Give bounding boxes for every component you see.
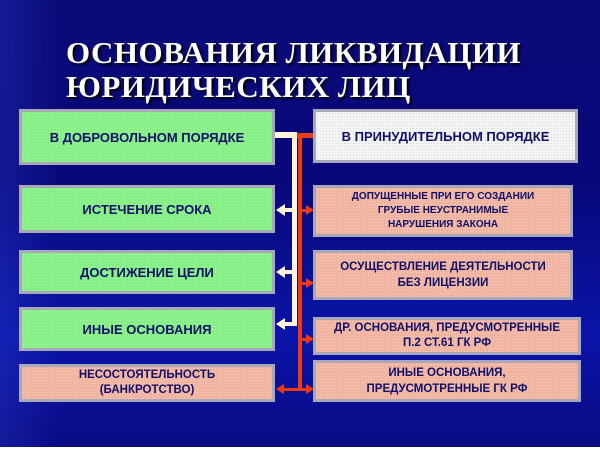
arrow-right-icon: [306, 278, 314, 288]
voluntary-item-label: ИНЫЕ ОСНОВАНИЯ: [82, 321, 212, 337]
forced-header-label: В ПРИНУДИТЕЛЬНОМ ПОРЯДКЕ: [341, 128, 550, 144]
forced-item-article-61: ДР. ОСНОВАНИЯ, ПРЕДУСМОТРЕННЫЕ П.2 СТ.61…: [313, 317, 581, 355]
arrow-right-icon: [306, 205, 314, 215]
forced-item-line-1: ДР. ОСНОВАНИЯ, ПРЕДУСМОТРЕННЫЕ: [334, 322, 560, 334]
arrow-left-icon: [276, 266, 285, 278]
forced-connector-horizontal: [297, 133, 313, 138]
arrow-shaft-goal-achieved: [284, 270, 294, 274]
voluntary-item-label: ИСТЕЧЕНИЕ СРОКА: [82, 201, 212, 217]
arrow-left-icon: [276, 204, 285, 216]
forced-item-line-2: П.2 СТ.61 ГК РФ: [402, 337, 492, 349]
slide-title: ОСНОВАНИЯ ЛИКВИДАЦИИ ЮРИДИЧЕСКИХ ЛИЦ: [66, 36, 586, 104]
forced-item-law-violations: ДОПУЩЕННЫЕ ПРИ ЕГО СОЗДАНИИ ГРУБЫЕ НЕУСТ…: [313, 185, 573, 237]
forced-item-line-1: ДОПУЩЕННЫЕ ПРИ ЕГО СОЗДАНИИ: [351, 191, 535, 202]
forced-item-line-3: НАРУШЕНИЯ ЗАКОНА: [387, 219, 499, 230]
forced-item-line-2: ГРУБЫЕ НЕУСТРАНИМЫЕ: [377, 205, 509, 216]
forced-item-line-2: БЕЗ ЛИЦЕНЗИИ: [397, 277, 489, 289]
forced-item-line-1: ИНЫЕ ОСНОВАНИЯ,: [388, 367, 506, 379]
forced-header-box: В ПРИНУДИТЕЛЬНОМ ПОРЯДКЕ: [313, 109, 578, 163]
arrow-left-icon: [276, 318, 285, 330]
bankruptcy-box: НЕСОСТОЯТЕЛЬНОСТЬ (БАНКРОТСТВО): [19, 364, 275, 402]
voluntary-item-label: ДОСТИЖЕНИЕ ЦЕЛИ: [80, 264, 214, 280]
forced-item-civil-code-other: ИНЫЕ ОСНОВАНИЯ, ПРЕДУСМОТРЕННЫЕ ГК РФ: [313, 360, 581, 402]
voluntary-connector-horizontal: [275, 132, 295, 138]
bottom-border: [0, 447, 600, 450]
voluntary-item-other-grounds: ИНЫЕ ОСНОВАНИЯ: [19, 307, 275, 351]
forced-connector-vertical: [298, 133, 302, 389]
voluntary-item-goal-achieved: ДОСТИЖЕНИЕ ЦЕЛИ: [19, 250, 275, 294]
forced-item-line-1: ОСУЩЕСТВЛЕНИЕ ДЕЯТЕЛЬНОСТИ: [340, 261, 546, 273]
voluntary-item-term-expiry: ИСТЕЧЕНИЕ СРОКА: [19, 185, 275, 233]
title-line-1: ОСНОВАНИЯ ЛИКВИДАЦИИ: [66, 35, 522, 70]
title-line-2: ЮРИДИЧЕСКИХ ЛИЦ: [66, 69, 411, 104]
voluntary-header-box: В ДОБРОВОЛЬНОМ ПОРЯДКЕ: [19, 109, 275, 165]
arrow-shaft-bankruptcy-both: [283, 388, 308, 391]
forced-item-no-license: ОСУЩЕСТВЛЕНИЕ ДЕЯТЕЛЬНОСТИ БЕЗ ЛИЦЕНЗИИ: [313, 250, 573, 300]
bankruptcy-line-1: НЕСОСТОЯТЕЛЬНОСТЬ: [78, 369, 216, 381]
arrow-right-icon: [306, 334, 314, 344]
arrow-shaft-no-license: [302, 282, 308, 285]
arrow-shaft-law-violations: [302, 209, 308, 212]
arrow-right-icon: [306, 384, 314, 394]
voluntary-connector-vertical: [292, 132, 297, 326]
forced-item-line-2: ПРЕДУСМОТРЕННЫЕ ГК РФ: [366, 383, 528, 395]
voluntary-header-label: В ДОБРОВОЛЬНОМ ПОРЯДКЕ: [49, 129, 245, 145]
arrow-shaft-article-61: [302, 338, 308, 341]
bankruptcy-line-2: (БАНКРОТСТВО): [99, 384, 195, 396]
arrow-left-icon: [276, 384, 284, 394]
arrow-shaft-other-grounds: [284, 322, 296, 326]
arrow-shaft-term-expiry: [284, 208, 294, 212]
